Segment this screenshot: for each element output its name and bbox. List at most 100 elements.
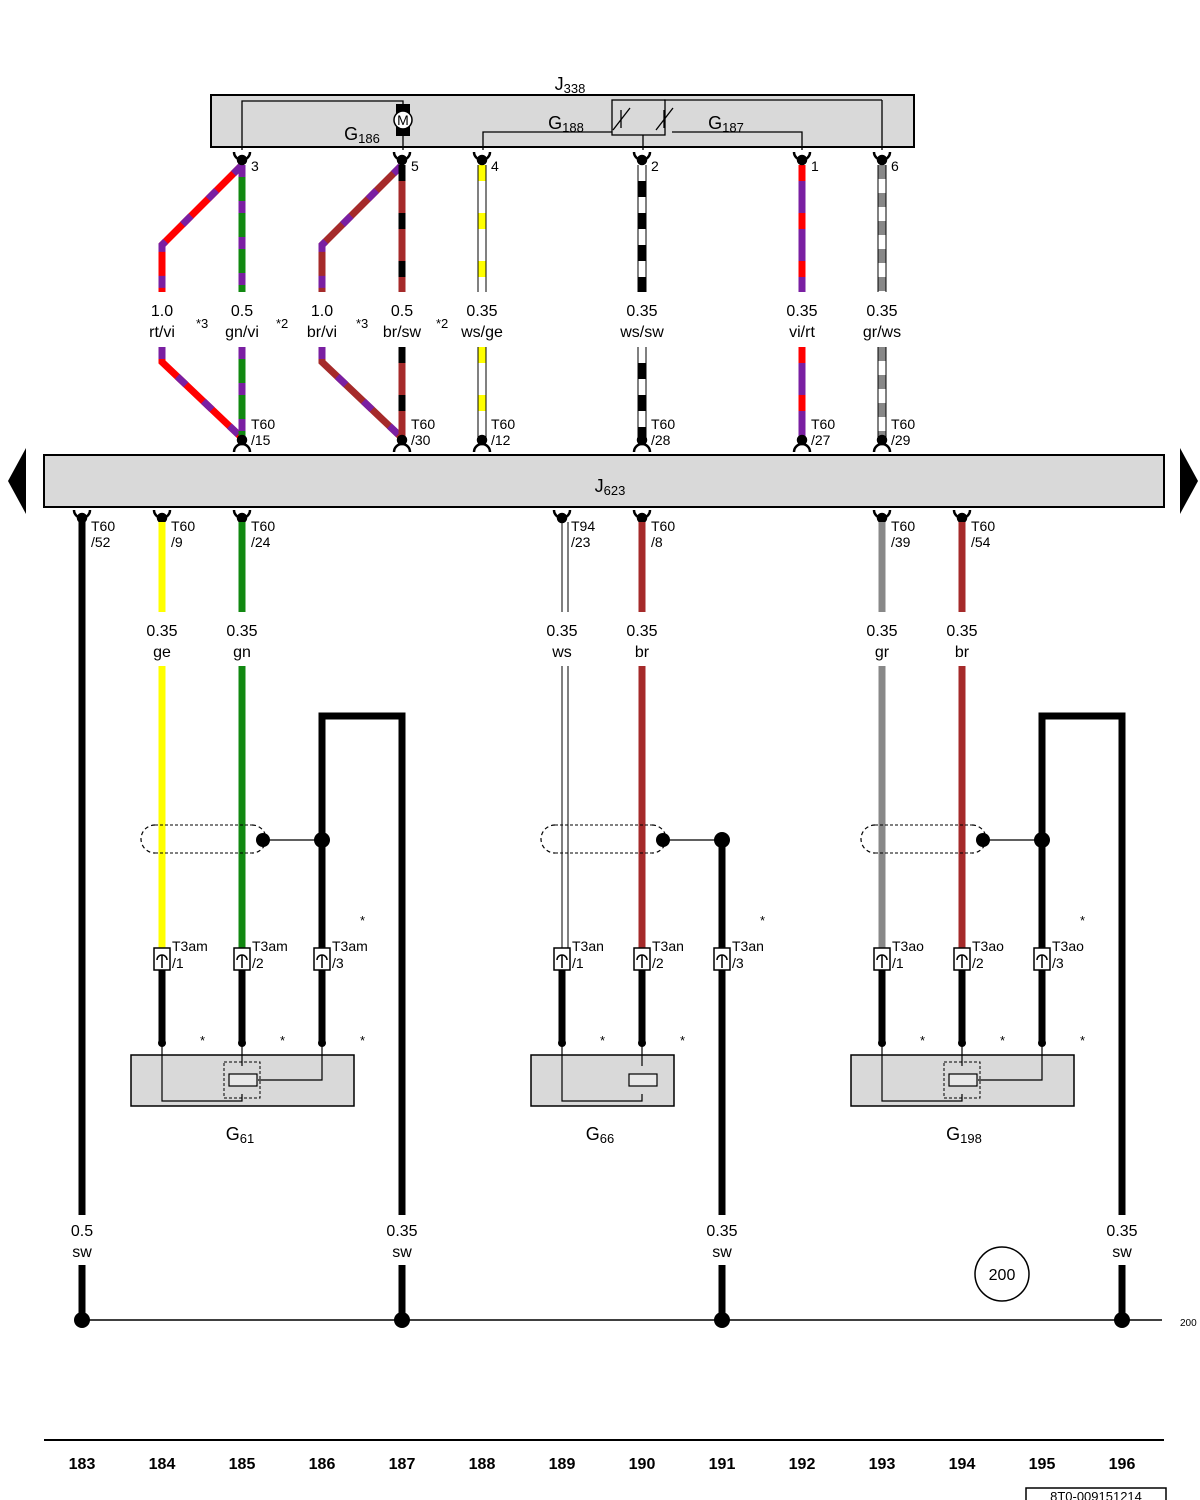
gnd-color-195: sw [1112,1244,1132,1261]
wire-gauge-vi-rt: 0.35 [786,303,817,320]
gnd-color-183: sw [72,1244,92,1261]
gnd-gauge-191: 0.35 [706,1223,737,1240]
g198-label: G198 [946,1124,982,1146]
sensor-g66 [530,1043,675,1107]
upper-pins-top [232,151,892,166]
wire-gauge-gr-ws: 0.35 [866,303,897,320]
t3ao-1-label: T3ao/1 [892,938,924,971]
wire-gauge-ge: 0.35 [146,623,177,640]
upper-pins-bottom [232,434,892,453]
wire-color-gn-vi: gn/vi [225,324,259,341]
svg-text:187: 187 [389,1456,416,1473]
doc-id-box [1025,1487,1167,1500]
wire-color-rt-vi: rt/vi [149,324,175,341]
ground-ref-label: 200 [1180,1318,1197,1329]
t60-52-label: T60/52 [91,518,115,550]
svg-text:188: 188 [469,1456,496,1473]
note-star-3b: *3 [356,316,368,331]
t60-8-label: T60/8 [651,518,675,550]
t60-27-label: T60/27 [811,416,835,448]
wire-gauge-br-194: 0.35 [946,623,977,640]
wire-color-ws: ws [551,644,572,661]
note-star-3a: *3 [196,316,208,331]
svg-text:193: 193 [869,1456,896,1473]
g186-label: G186 [344,124,380,146]
svg-text:196: 196 [1109,1456,1136,1473]
j623-label: J623 [595,476,626,498]
shield-g66 [540,824,730,854]
t60-15-label: T60/15 [251,416,275,448]
j338-pin-1: 1 [811,158,819,174]
note-star-2b: *2 [436,316,448,331]
svg-text:*: * [1080,913,1085,928]
wire-gauge-br-vi: 1.0 [311,303,333,320]
arrow-right-icon[interactable] [1180,448,1198,514]
t60-28-label: T60/28 [651,416,675,448]
doc-id: 8T0-009151214 [1050,1489,1142,1500]
arrow-left-icon[interactable] [8,448,26,514]
svg-text:*: * [680,1033,685,1048]
wire-gauge-gn-vi: 0.5 [231,303,253,320]
svg-text:*: * [1080,1033,1085,1048]
gnd-color-191: sw [712,1244,732,1261]
svg-text:192: 192 [789,1456,816,1473]
j338-pin-2: 2 [651,158,659,174]
t3ao-3-label: T3ao/3 [1052,938,1084,971]
g61-label: G61 [226,1124,254,1146]
svg-text:*: * [360,1033,365,1048]
svg-text:M: M [397,112,409,128]
upper-wire-br-vi [318,162,405,441]
ground-point-circle [974,1246,1030,1302]
lower-pins [72,509,972,524]
shield-g61 [140,824,330,854]
j623-box [43,454,1165,508]
g187-label: G187 [708,113,744,135]
wire-gauge-gr: 0.35 [866,623,897,640]
j338-pin-4: 4 [491,158,499,174]
svg-text:*: * [760,913,765,928]
svg-text:*: * [200,1033,205,1048]
t3an-3-label: T3an/3 [732,938,764,971]
wire-color-gn: gn [233,644,251,661]
wire-gauge-br-sw: 0.5 [391,303,413,320]
sensor-g198 [850,1043,1075,1107]
svg-text:186: 186 [309,1456,336,1473]
t60-29-label: T60/29 [891,416,915,448]
lower-wire-ws [561,522,569,948]
g188-label: G188 [548,113,584,135]
svg-text:190: 190 [629,1456,656,1473]
wire-gauge-br-190: 0.35 [626,623,657,640]
ground-point-label: 200 [989,1267,1016,1284]
j338-label: J338 [555,74,586,96]
wire-color-br-vi: br/vi [307,324,337,341]
t3an-2-label: T3an/2 [652,938,684,971]
svg-text:*: * [600,1033,605,1048]
wire-gauge-gn: 0.35 [226,623,257,640]
svg-text:183: 183 [69,1456,96,1473]
wire-color-gr-ws: gr/ws [863,324,901,341]
t60-12-label: T60/12 [491,416,515,448]
gnd-gauge-187: 0.35 [386,1223,417,1240]
t3am-2-label: T3am/2 [252,938,288,971]
wire-color-br-sw: br/sw [383,324,422,341]
t60-30-label: T60/30 [411,416,435,448]
svg-text:*: * [920,1033,925,1048]
t60-9-label: T60/9 [171,518,195,550]
t60-24-label: T60/24 [251,518,275,550]
j338-pin-3: 3 [251,158,259,174]
t3ao-2-label: T3ao/2 [972,938,1004,971]
upper-wire-rt-vi [158,162,245,441]
wire-gauge-ws-sw: 0.35 [626,303,657,320]
gnd-gauge-183: 0.5 [71,1223,93,1240]
t3am-1-label: T3am/1 [172,938,208,971]
wire-color-ge: ge [153,644,171,661]
sensor-g61 [130,1043,355,1107]
wire-gauge-ws-ge: 0.35 [466,303,497,320]
t94-23-label: T94/23 [571,518,595,550]
t3am-3-label: T3am/3 [332,938,368,971]
svg-text:185: 185 [229,1456,256,1473]
svg-text:189: 189 [549,1456,576,1473]
svg-text:195: 195 [1029,1456,1056,1473]
wire-color-gr: gr [875,644,890,661]
